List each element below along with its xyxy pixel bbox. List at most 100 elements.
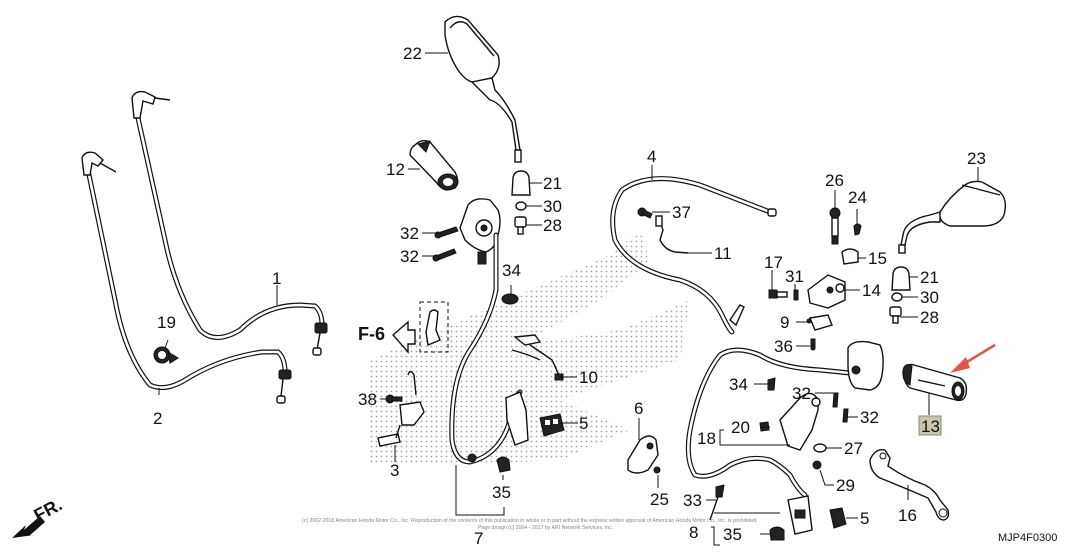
- part-30-nut-left[interactable]: [515, 201, 527, 211]
- callout-28-right[interactable]: 28: [920, 308, 939, 327]
- part-4-clutch-cable[interactable]: [610, 176, 777, 335]
- callout-23[interactable]: 23: [967, 149, 986, 168]
- part-22-left-mirror[interactable]: [444, 15, 522, 163]
- part-9-switch[interactable]: [806, 314, 833, 331]
- part-7-switch-wire[interactable]: [449, 232, 529, 465]
- part-24-screw[interactable]: [853, 223, 862, 236]
- callout-1[interactable]: 1: [272, 269, 281, 288]
- part-15-cap[interactable]: [841, 248, 859, 265]
- callout-21-left[interactable]: 21: [543, 174, 562, 193]
- part-3-clutch-switch[interactable]: [377, 370, 425, 447]
- leader-lines: [158, 52, 979, 546]
- callout-21-right[interactable]: 21: [920, 268, 939, 287]
- part-19-cable-clamp[interactable]: [153, 346, 179, 364]
- part-32-screw-right-a[interactable]: [832, 392, 839, 408]
- part-13-right-grip[interactable]: [902, 363, 968, 402]
- part-34-cap-left[interactable]: [501, 293, 519, 305]
- part-32-screw-right-b[interactable]: [842, 408, 849, 423]
- callout-13[interactable]: 13: [921, 417, 940, 436]
- part-35-grommet-left[interactable]: [496, 456, 511, 473]
- part-28-bolt-left[interactable]: [514, 216, 527, 235]
- callout-34-left[interactable]: 34: [502, 261, 521, 280]
- callout-29[interactable]: 29: [836, 476, 855, 495]
- callout-32-right-b[interactable]: 32: [860, 408, 879, 427]
- callout-26[interactable]: 26: [825, 171, 844, 190]
- part-6-bracket[interactable]: [627, 435, 659, 474]
- part-2-throttle-cable[interactable]: [81, 151, 292, 404]
- callout-5-left[interactable]: 5: [579, 414, 588, 433]
- callout-19[interactable]: 19: [157, 313, 176, 332]
- part-23-right-mirror[interactable]: [898, 180, 1007, 254]
- callout-4[interactable]: 4: [647, 147, 656, 166]
- part-29-nut[interactable]: [812, 460, 822, 470]
- part-32-screw-left-b[interactable]: [432, 248, 457, 262]
- callout-32-right-a[interactable]: 32: [792, 384, 811, 403]
- part-34-cap-right[interactable]: [767, 377, 776, 391]
- part-10-harness[interactable]: [511, 334, 564, 381]
- callout-16[interactable]: 16: [898, 506, 917, 525]
- part-26-bolt[interactable]: [829, 207, 841, 245]
- part-5-connector-right[interactable]: [829, 507, 847, 529]
- part-30-nut-right[interactable]: [891, 292, 903, 302]
- part-12-left-grip[interactable]: [409, 139, 459, 191]
- callout-30-right[interactable]: 30: [920, 288, 939, 307]
- part-32-screw-left-a[interactable]: [434, 226, 459, 239]
- callout-3[interactable]: 3: [390, 461, 399, 480]
- bracket-holder[interactable]: [779, 392, 821, 451]
- callout-31[interactable]: 31: [785, 267, 804, 286]
- callout-6[interactable]: 6: [634, 399, 643, 418]
- callout-24[interactable]: 24: [848, 188, 867, 207]
- callout-22[interactable]: 22: [403, 44, 422, 63]
- f6-reference-bracket[interactable]: [392, 301, 449, 354]
- callout-37[interactable]: 37: [672, 203, 691, 222]
- callout-20[interactable]: 20: [731, 418, 750, 437]
- callout-38[interactable]: 38: [358, 390, 377, 409]
- callout-36[interactable]: 36: [774, 337, 793, 356]
- callout-30-left[interactable]: 30: [543, 197, 562, 216]
- part-14-master-cylinder[interactable]: [807, 274, 846, 309]
- callout-2[interactable]: 2: [153, 409, 162, 428]
- callout-33[interactable]: 33: [683, 491, 702, 510]
- part-33-key[interactable]: [709, 484, 725, 521]
- part-21-bar-end-weight-right[interactable]: [891, 266, 911, 291]
- part-27-washer[interactable]: [813, 443, 827, 453]
- part-21-bar-end-weight-left[interactable]: [511, 170, 531, 196]
- callout-10[interactable]: 10: [579, 368, 598, 387]
- part-35-grommet-right[interactable]: [769, 526, 785, 541]
- callout-25[interactable]: 25: [650, 490, 669, 509]
- callout-34-right[interactable]: 34: [729, 375, 748, 394]
- part-8-brake-lever-unit[interactable]: [787, 495, 813, 535]
- callout-17[interactable]: 17: [764, 253, 783, 272]
- callout-28-left[interactable]: 28: [543, 216, 562, 235]
- part-31-pin[interactable]: [793, 289, 799, 301]
- callout-27[interactable]: 27: [844, 439, 863, 458]
- part-1-throttle-cable[interactable]: [131, 90, 328, 356]
- left-handlebar-switch-housing[interactable]: [459, 198, 501, 265]
- part-37-bolt[interactable]: [637, 207, 653, 219]
- part-11-switch-wire[interactable]: [655, 215, 689, 254]
- f6-reference-link[interactable]: F-6: [358, 324, 385, 344]
- callout-18[interactable]: 18: [697, 429, 716, 448]
- callout-5-right[interactable]: 5: [860, 509, 869, 528]
- callout-12[interactable]: 12: [386, 160, 405, 179]
- callout-11[interactable]: 11: [714, 244, 732, 263]
- copyright-line-2: Page design (c) 2004 - 2017 by ARI Netwo…: [478, 525, 613, 531]
- callout-35-left[interactable]: 35: [492, 483, 511, 502]
- part-16-brake-lever[interactable]: [869, 449, 950, 521]
- right-switch-housing[interactable]: [847, 340, 884, 391]
- callout-32-left-b[interactable]: 32: [400, 247, 419, 266]
- part-38-bolt[interactable]: [385, 394, 403, 404]
- part-25-screw[interactable]: [653, 466, 661, 474]
- part-36-screw[interactable]: [810, 338, 816, 351]
- part-5-connector-left[interactable]: [539, 413, 565, 437]
- callout-14[interactable]: 14: [862, 281, 881, 300]
- callout-32-left-a[interactable]: 32: [400, 224, 419, 243]
- callout-35-right[interactable]: 35: [723, 525, 742, 544]
- callout-7[interactable]: 7: [474, 529, 483, 548]
- callout-9[interactable]: 9: [780, 313, 789, 332]
- part-17-bolt[interactable]: [768, 289, 788, 299]
- part-28-bolt-right[interactable]: [889, 306, 902, 324]
- callout-8[interactable]: 8: [689, 523, 698, 542]
- callout-15[interactable]: 15: [868, 249, 887, 268]
- part-18-handlebar[interactable]: [685, 347, 863, 498]
